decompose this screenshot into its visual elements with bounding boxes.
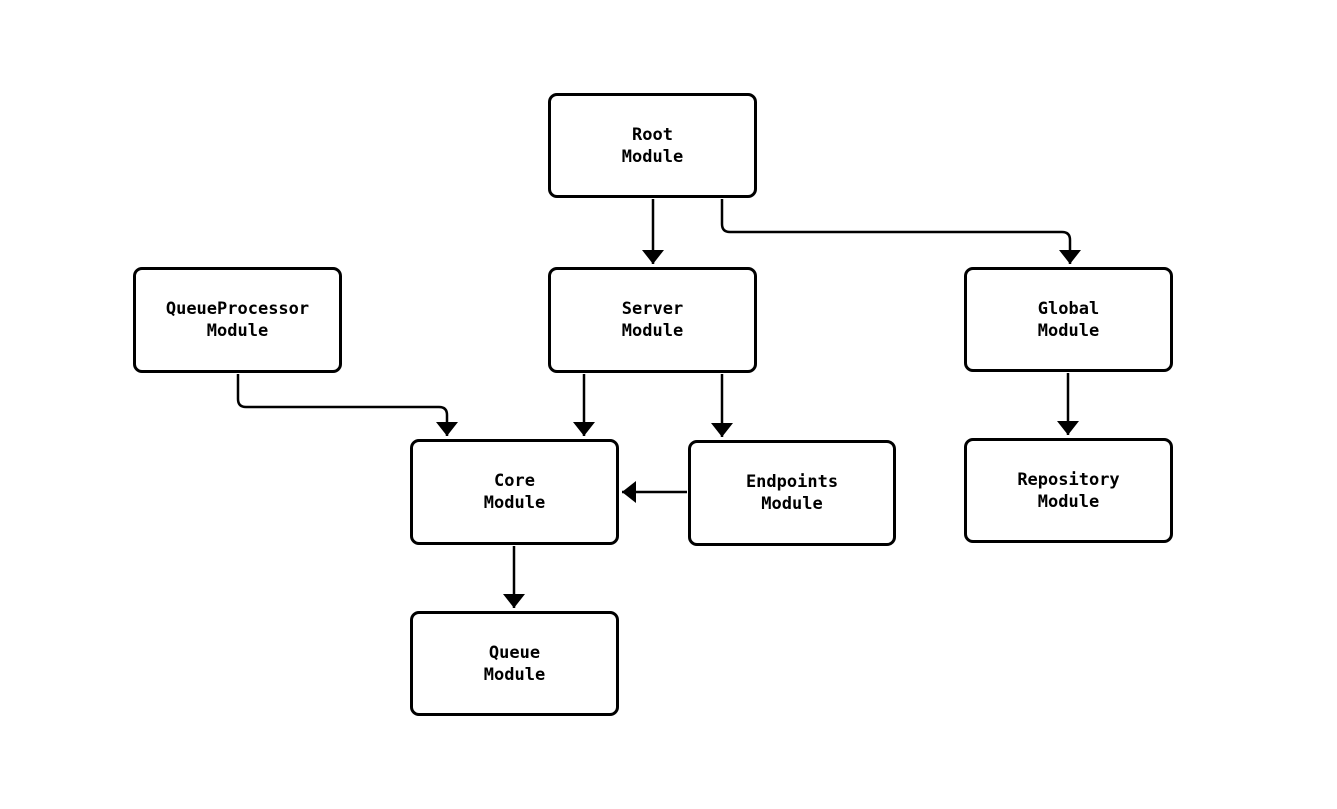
node-root-module-label: Root Module	[621, 124, 684, 167]
node-core-module: Core Module	[410, 439, 619, 545]
node-queueprocessor-module-label: QueueProcessor Module	[165, 299, 310, 341]
node-global-module-label: Global Module	[1037, 298, 1100, 341]
node-repository-module: Repository Module	[964, 438, 1173, 543]
node-core-module-label: Core Module	[483, 471, 546, 513]
node-endpoints-module-label: Endpoints Module	[745, 472, 839, 514]
edge-queueprocessor-to-core	[236, 374, 458, 436]
node-server-module-label: Server Module	[621, 299, 684, 341]
node-repository-module-label: Repository Module	[1017, 469, 1120, 512]
node-queue-module-label: Queue Module	[483, 642, 546, 685]
node-global-module: Global Module	[964, 267, 1173, 372]
node-root-module: Root Module	[548, 93, 757, 198]
node-queueprocessor-module: QueueProcessor Module	[133, 267, 342, 373]
node-server-module: Server Module	[548, 267, 757, 373]
edge-root-to-global	[720, 199, 1081, 264]
node-queue-module: Queue Module	[410, 611, 619, 716]
node-endpoints-module: Endpoints Module	[688, 440, 896, 546]
